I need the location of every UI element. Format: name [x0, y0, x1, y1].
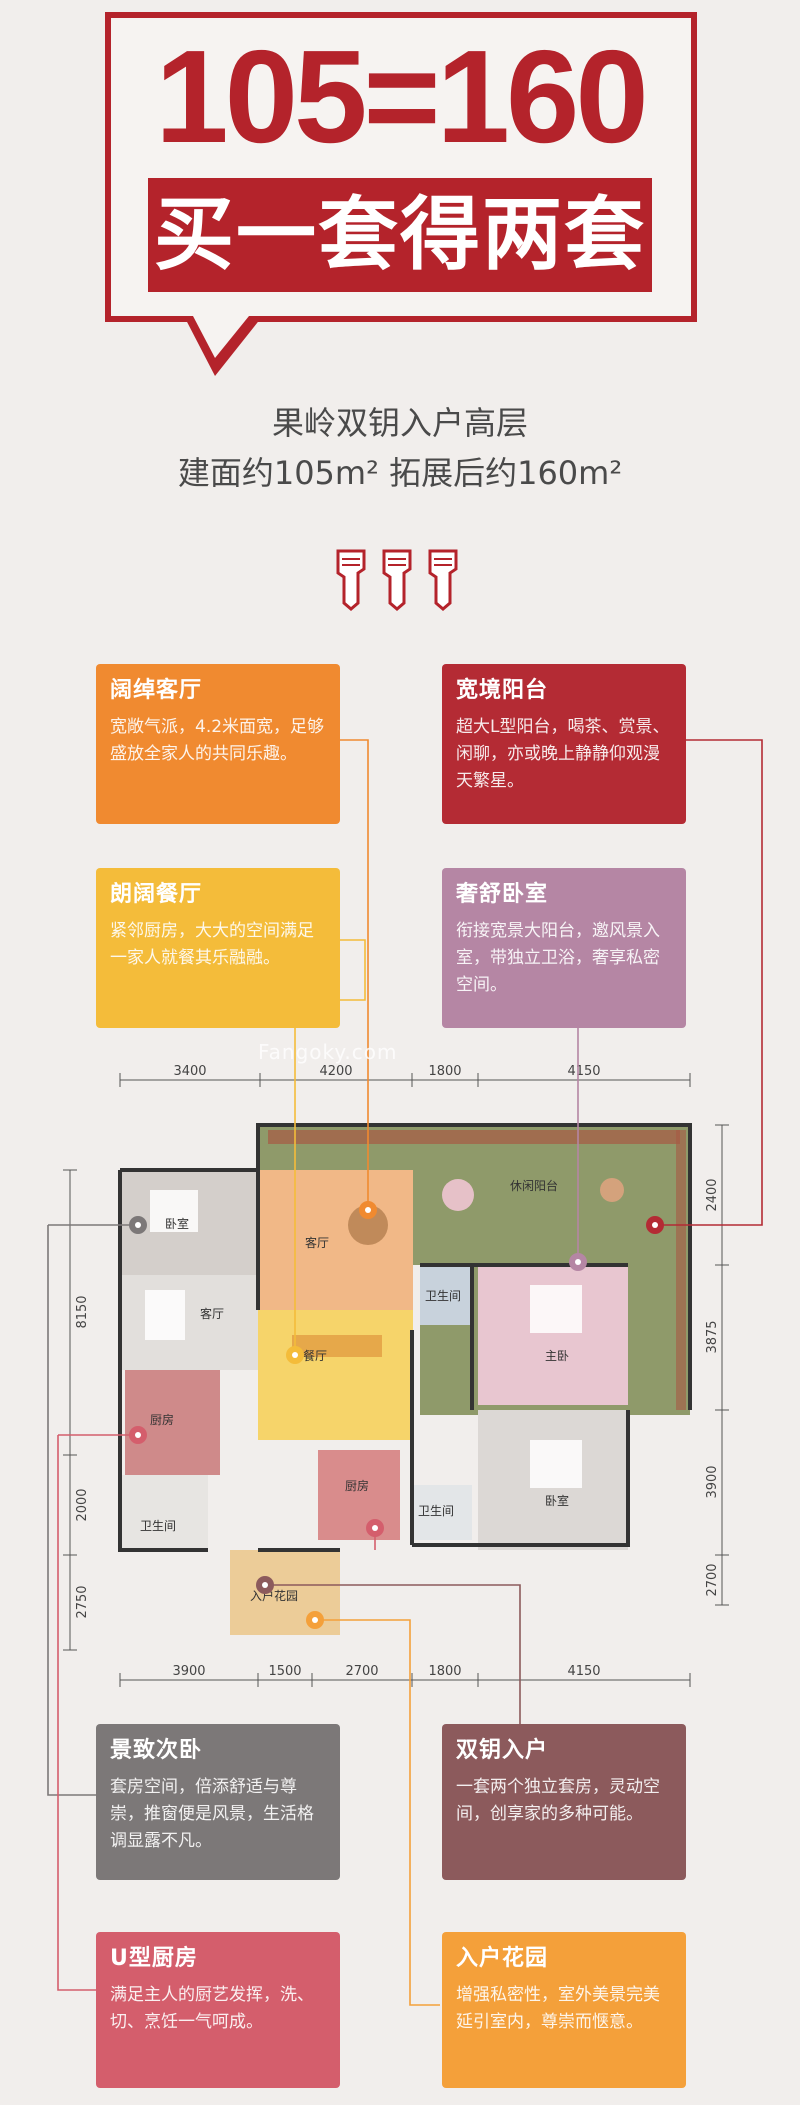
subtitle-line-2: 建面约105m² 拓展后约160m²: [177, 454, 623, 492]
room-label-bath-a: 卫生间: [140, 1519, 176, 1533]
dim-left-1: 8150: [75, 1295, 90, 1328]
subtitle-line-1: 果岭双钥入户高层: [271, 404, 528, 442]
room-label-kitchen-a: 厨房: [150, 1412, 174, 1427]
room-label-kitchen-b: 厨房: [345, 1478, 369, 1493]
card-entry-garden-title: 入户花园: [456, 1946, 549, 1971]
room-label-entry: 入户花园: [250, 1588, 298, 1603]
room-label-living-main: 客厅: [305, 1235, 329, 1250]
card-master-bedroom: 奢舒卧室 衔接宽景大阳台，邀风景入室，带独立卫浴，奢享私密空间。: [442, 868, 686, 1028]
dim-top-1: 3400: [173, 1064, 206, 1079]
dim-right-4: 2700: [705, 1563, 720, 1596]
room-label-dining: 餐厅: [303, 1348, 327, 1363]
room-label-bath-c: 卫生间: [418, 1504, 454, 1518]
dim-bottom-2: 1500: [268, 1664, 301, 1679]
room-label-living-a: 客厅: [200, 1306, 224, 1321]
kitchen-a: [125, 1370, 220, 1475]
card-kitchen-desc: 满足主人的厨艺发挥，洗、切、烹饪一气呵成。: [110, 1985, 314, 2032]
bath-a: [120, 1475, 208, 1550]
dim-bottom-3: 2700: [345, 1664, 378, 1679]
card-kitchen-title: U型厨房: [110, 1946, 198, 1971]
dim-bottom-5: 4150: [567, 1664, 600, 1679]
bath-b: [420, 1265, 472, 1325]
card-entry-garden-desc: 增强私密性，室外美景完美延引室内，尊崇而惬意。: [456, 1985, 660, 2032]
dim-top-4: 4150: [567, 1064, 600, 1079]
speech-bubble-tail-inner: [193, 316, 249, 358]
watermark: Fangoky.com: [258, 1040, 398, 1064]
hero-band: [148, 178, 652, 292]
room-label-bath-b: 卫生间: [425, 1289, 461, 1303]
card-balcony-desc: 超大L型阳台，喝茶、赏景、闲聊，亦或晚上静静仰观漫天繁星。: [456, 717, 670, 791]
room-label-terrace: 休闲阳台: [510, 1178, 558, 1193]
room-label-bedroom-b: 卧室: [545, 1493, 569, 1508]
kitchen-b: [318, 1450, 400, 1540]
card-dining: 朗阔餐厅 紧邻厨房，大大的空间满足一家人就餐其乐融融。: [96, 868, 340, 1028]
dim-right-3: 3900: [705, 1465, 720, 1498]
dim-left-3: 2750: [75, 1585, 90, 1618]
map-pin-icons: [129, 1201, 664, 1629]
dim-top-2: 4200: [319, 1064, 352, 1079]
bath-c: [412, 1485, 472, 1540]
dim-bottom-1: 3900: [172, 1664, 205, 1679]
dim-top-3: 1800: [428, 1064, 461, 1079]
card-balcony-title: 宽境阳台: [456, 678, 549, 703]
card-dining-title: 朗阔餐厅: [110, 882, 203, 907]
living-a: [120, 1275, 260, 1370]
card-balcony: 宽境阳台 超大L型阳台，喝茶、赏景、闲聊，亦或晚上静静仰观漫天繁星。: [442, 664, 686, 824]
card-double-key: 双钥入户 一套两个独立套房，灵动空间，创享家的多种可能。: [442, 1724, 686, 1880]
room-label-master: 主卧: [545, 1349, 569, 1363]
hero-equation: 105=160: [155, 23, 649, 170]
card-kitchen: U型厨房 满足主人的厨艺发挥，洗、切、烹饪一气呵成。: [96, 1932, 340, 2088]
pointing-hands-icon: [336, 549, 458, 611]
card-master-bedroom-desc: 衔接宽景大阳台，邀风景入室，带独立卫浴，奢享私密空间。: [456, 921, 660, 995]
dim-left-2: 2000: [75, 1488, 90, 1521]
card-second-bedroom-desc: 套房空间，倍添舒适与尊崇，推窗便是风景，生活格调显露不凡。: [110, 1777, 314, 1851]
card-living-room-desc: 宽敞气派，4.2米面宽，足够盛放全家人的共同乐趣。: [110, 717, 325, 764]
card-second-bedroom: 景致次卧 套房空间，倍添舒适与尊崇，推窗便是风景，生活格调显露不凡。: [96, 1724, 340, 1880]
hero-tagline: 买一套得两套: [154, 188, 646, 281]
card-entry-garden: 入户花园 增强私密性，室外美景完美延引室内，尊崇而惬意。: [442, 1932, 686, 2088]
dim-right-1: 2400: [705, 1178, 720, 1211]
card-living-room: 阔绰客厅 宽敞气派，4.2米面宽，足够盛放全家人的共同乐趣。: [96, 664, 340, 824]
dim-bottom-4: 1800: [428, 1664, 461, 1679]
card-master-bedroom-title: 奢舒卧室: [456, 882, 549, 907]
card-living-room-title: 阔绰客厅: [110, 678, 203, 703]
dim-right-2: 3875: [705, 1320, 720, 1353]
dining-area: [258, 1310, 413, 1440]
card-double-key-title: 双钥入户: [456, 1738, 549, 1763]
card-dining-desc: 紧邻厨房，大大的空间满足一家人就餐其乐融融。: [110, 921, 314, 968]
card-second-bedroom-title: 景致次卧: [110, 1738, 203, 1763]
card-double-key-desc: 一套两个独立套房，灵动空间，创享家的多种可能。: [456, 1777, 660, 1824]
room-label-bedroom-a: 卧室: [165, 1216, 189, 1231]
living-main: [258, 1170, 413, 1310]
